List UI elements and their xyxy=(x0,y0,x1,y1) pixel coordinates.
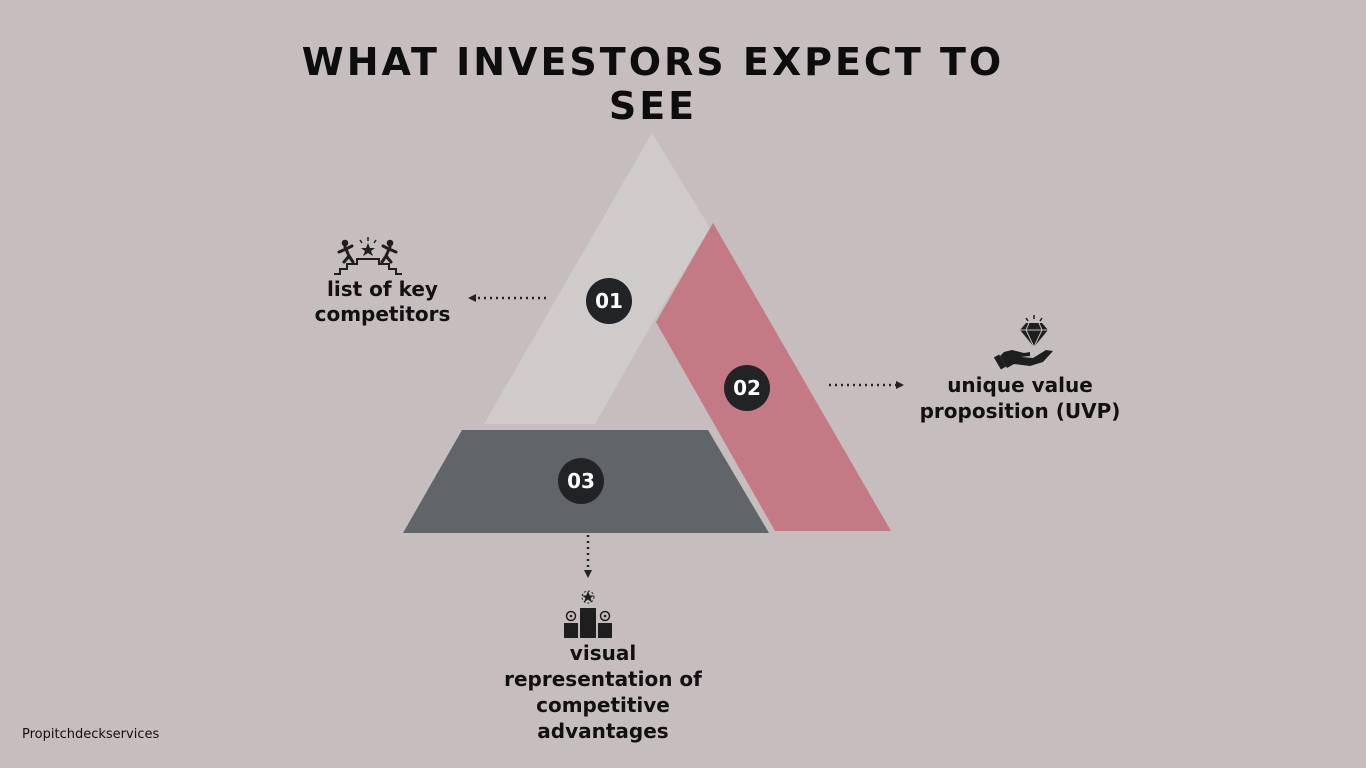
podium-star-icon xyxy=(564,590,612,638)
segment-02 xyxy=(656,223,891,531)
footer-credit: Propitchdeckservices xyxy=(22,727,160,742)
segment-01 xyxy=(484,133,710,424)
step-label-02: unique value proposition (UVP) xyxy=(919,373,1121,423)
competitors-podium-icon xyxy=(334,237,402,275)
diamond-hand-icon xyxy=(993,315,1053,370)
step-badge-03: 03 xyxy=(558,458,604,504)
step-label-03: visual representation of competitive adv… xyxy=(504,641,702,743)
step-number-02: 02 xyxy=(733,376,761,400)
step-number-01: 01 xyxy=(595,289,623,313)
step-badge-02: 02 xyxy=(724,365,770,411)
step-number-03: 03 xyxy=(567,469,595,493)
step-badge-01: 01 xyxy=(586,278,632,324)
page-title: WHAT INVESTORS EXPECT TO SEE xyxy=(301,40,1005,128)
step-label-01: list of key competitors xyxy=(314,277,451,326)
